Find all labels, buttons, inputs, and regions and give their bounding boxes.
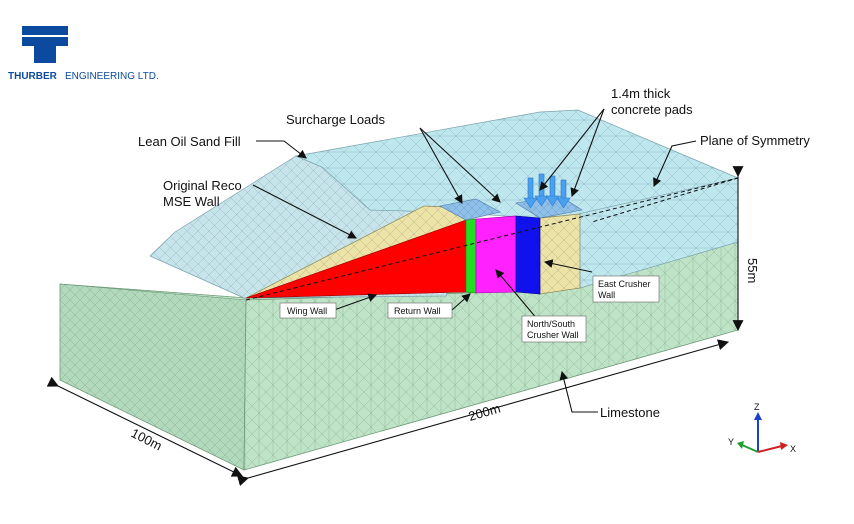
label-ns-line1: North/South — [527, 319, 575, 329]
logo-tagline: ENGINEERING LTD. — [65, 71, 159, 82]
length-dimension-line — [236, 339, 730, 486]
dimension-lines — [46, 166, 744, 486]
label-lean-oil-sand-fill: Lean Oil Sand Fill — [138, 134, 241, 149]
label-plane-of-symmetry: Plane of Symmetry — [700, 133, 810, 148]
label-box-wing-wall: Wing Wall — [279, 302, 337, 319]
label-pads-line2: concrete pads — [611, 102, 693, 117]
label-return-wall: Return Wall — [394, 306, 441, 316]
axis-x-label: X — [790, 444, 796, 454]
logo-mark — [22, 26, 68, 63]
label-ns-line2: Crusher Wall — [527, 330, 579, 340]
label-reco-line1: Original Reco — [163, 178, 242, 193]
label-reco-line2: MSE Wall — [163, 194, 220, 209]
label-east-line2: Wall — [598, 290, 615, 300]
callout-leaders — [252, 108, 697, 413]
label-east-line1: East Crusher — [598, 279, 651, 289]
label-limestone: Limestone — [600, 405, 660, 420]
axis-z-label: Z — [754, 402, 760, 412]
width-dimension-line — [46, 376, 243, 477]
concrete-pad-left — [439, 198, 501, 221]
label-wing-wall: Wing Wall — [287, 306, 327, 316]
company-logo: THURBER ENGINEERING LTD. — [8, 26, 159, 82]
axis-y-label: Y — [728, 437, 734, 447]
logo-brand: THURBER — [8, 71, 58, 82]
label-box-east-crusher: East Crusher Wall — [592, 275, 660, 303]
label-box-return-wall: Return Wall — [387, 302, 453, 319]
north-south-crusher-wall — [475, 215, 517, 294]
east-crusher-wall — [515, 215, 541, 295]
label-pads-line1: 1.4m thick — [611, 86, 671, 101]
label-box-ns-crusher: North/South Crusher Wall — [521, 315, 587, 343]
return-wall — [465, 218, 477, 294]
height-dimension-label: 55m — [745, 258, 760, 283]
label-surcharge-loads: Surcharge Loads — [286, 112, 386, 127]
axis-triad: Z Y X — [728, 402, 796, 454]
